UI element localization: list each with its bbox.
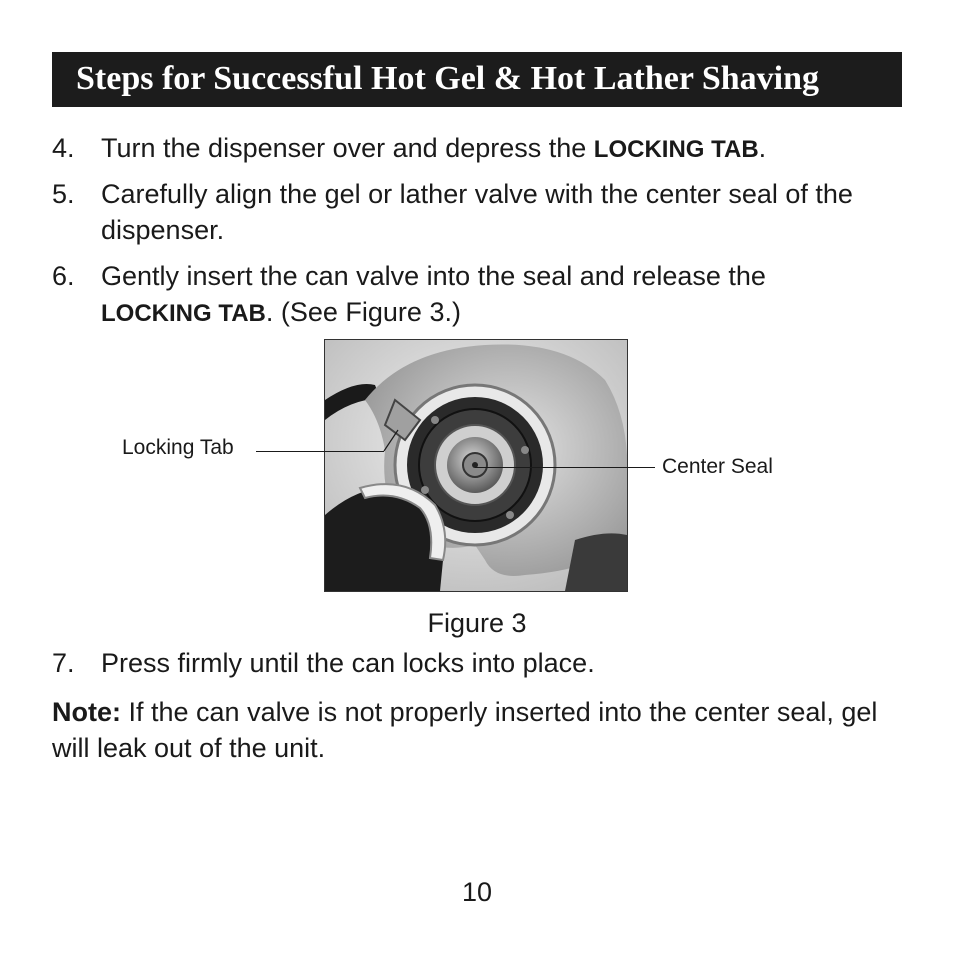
locking-tab-leader-line <box>256 451 384 452</box>
step-text: Press firmly until the can locks into pl… <box>101 648 595 678</box>
page-number: 10 <box>461 877 493 907</box>
locking-tab-leader-angle <box>383 429 399 452</box>
dispenser-illustration <box>325 340 627 591</box>
step-text: Carefully align the gel or lather valve … <box>101 179 853 245</box>
locking-tab-term: LOCKING TAB <box>101 300 266 327</box>
figure-3-photo <box>324 339 628 592</box>
step-number: 4. <box>52 133 75 163</box>
note-paragraph: Note: If the can valve is not properly i… <box>52 694 902 766</box>
locking-tab-callout: Locking Tab <box>122 436 234 459</box>
note-text: If the can valve is not properly inserte… <box>52 697 878 763</box>
locking-tab-term: LOCKING TAB <box>593 136 759 163</box>
step-text: Gently insert the can valve into the sea… <box>101 261 766 327</box>
center-seal-callout: Center Seal <box>662 455 773 478</box>
step-number: 5. <box>52 179 75 209</box>
figure-caption: Figure 3 <box>427 608 527 638</box>
step-number: 7. <box>52 648 75 678</box>
center-seal-leader-line <box>475 467 655 468</box>
step-text: Turn the dispenser over and depress the … <box>101 133 767 163</box>
step-number: 6. <box>52 261 75 291</box>
note-label: Note: <box>52 697 121 727</box>
section-header: Steps for Successful Hot Gel & Hot Lathe… <box>52 52 902 107</box>
section-title: Steps for Successful Hot Gel & Hot Lathe… <box>76 60 819 97</box>
